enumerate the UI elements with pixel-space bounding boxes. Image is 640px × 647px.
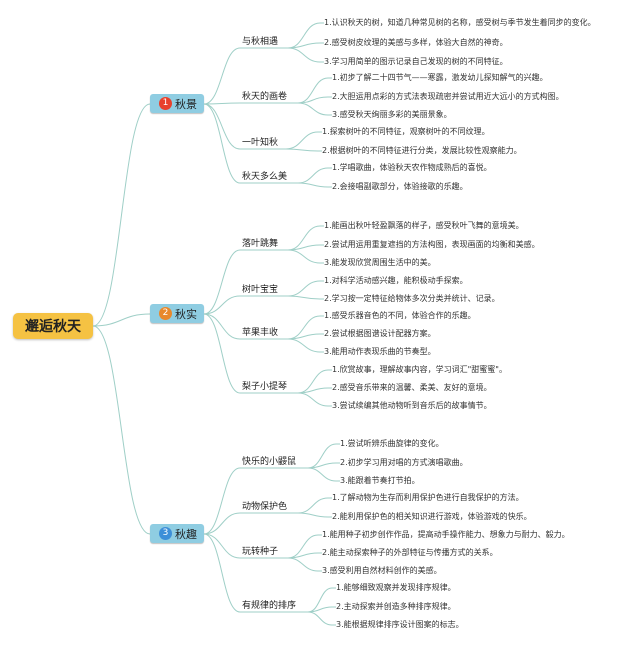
connector-curve: [287, 225, 321, 251]
leaf-text: 3.能根据规律排序设计图案的标志。: [336, 620, 464, 629]
connector-curve: [307, 611, 333, 626]
leaf-text: 1.初步了解二十四节气——寒露，激发幼儿探知解气的兴趣。: [332, 73, 548, 82]
leaf-text: 2.根据树叶的不同特征进行分类，发展比较性观察能力。: [322, 146, 522, 155]
connector-curve: [297, 167, 329, 184]
topic-label[interactable]: 动物保护色: [242, 502, 288, 512]
leaf-text: 3.能跟着节奏打节拍。: [340, 476, 420, 485]
connector-curve: [92, 325, 151, 535]
connector-curve: [287, 280, 321, 297]
leaf-text: 2.能主动探索种子的外部特征与传播方式的关系。: [322, 548, 498, 557]
branch-node-autumn-harvest[interactable]: 2 秋实: [150, 304, 204, 323]
leaf-text: 2.感受音乐带来的温馨、柔美、友好的意境。: [332, 383, 492, 392]
leaf-text: 2.尝试根据图谱设计配器方案。: [324, 329, 436, 338]
leaf-text: 3.能发现欣赏周围生活中的美。: [324, 258, 436, 267]
connector-curve: [203, 249, 241, 315]
leaf-text: 2.感受树皮纹理的美感与多样，体验大自然的神奇。: [324, 38, 508, 47]
connector-curve: [307, 587, 333, 613]
leaf-text: 1.学唱歌曲，体验秋天农作物成熟后的喜悦。: [332, 163, 492, 172]
leaf-text: 2.能利用保护色的相关知识进行游戏，体验游戏的快乐。: [332, 512, 532, 521]
leaf-text: 1.认识秋天的树，知道几种常见树的名称，感受树与季节发生着同步的变化。: [324, 18, 596, 27]
connector-curve: [203, 533, 241, 613]
leaf-text: 1.对科学活动感兴趣，能积极动手探索。: [324, 276, 468, 285]
leaf-text: 1.能够细致观察并发现排序规律。: [336, 583, 456, 592]
leaf-text: 3.尝试续编其他动物听到音乐后的故事情节。: [332, 401, 492, 410]
connector-curve: [203, 102, 241, 105]
branch-label: 秋景: [175, 97, 197, 111]
topic-label[interactable]: 玩转种子: [242, 547, 279, 557]
connector-curve: [92, 313, 151, 327]
connector-curve: [203, 512, 241, 535]
connector-curve: [287, 249, 321, 264]
topic-label[interactable]: 秋天多么美: [242, 172, 288, 182]
number-badge: 3: [159, 527, 172, 540]
topic-label[interactable]: 苹果丰收: [242, 328, 279, 338]
leaf-text: 1.能用种子初步创作作品，提高动手操作能力、想象力与耐力、毅力。: [322, 530, 570, 539]
connector-curve: [285, 131, 319, 150]
branch-node-autumn-fun[interactable]: 3 秋趣: [150, 524, 204, 543]
topic-label[interactable]: 落叶跳舞: [242, 239, 279, 249]
root-label: 邂逅秋天: [25, 319, 81, 335]
leaf-text: 3.学习用简单的图示记录自己发现的树的不同特征。: [324, 57, 508, 66]
root-node[interactable]: 邂逅秋天: [13, 313, 93, 339]
connector-curve: [297, 512, 329, 518]
connector-curve: [285, 148, 319, 152]
leaf-text: 1.感受乐器音色的不同，体验合作的乐趣。: [324, 311, 476, 320]
connector-curve: [297, 369, 329, 394]
connector-curve: [287, 338, 321, 353]
connector-curve: [203, 533, 241, 559]
leaf-text: 3.感受利用自然材料创作的美感。: [322, 566, 442, 575]
connector-curve: [297, 392, 329, 407]
topic-label[interactable]: 有规律的排序: [242, 601, 297, 611]
leaf-text: 1.能画出秋叶轻盈飘落的样子，感受秋叶飞舞的意境美。: [324, 221, 524, 230]
connector-curve: [203, 313, 241, 340]
leaf-text: 2.会接唱副歌部分，体验接歌的乐趣。: [332, 182, 468, 191]
connector-curve: [287, 295, 321, 300]
leaf-text: 2.学习按一定特征给物体多次分类并统计、记录。: [324, 294, 500, 303]
leaf-text: 2.尝试用运用重复遮挡的方法构图，表现画面的均衡和美感。: [324, 240, 540, 249]
connector-curve: [307, 443, 337, 469]
connector-curve: [307, 467, 337, 482]
connector-curve: [203, 295, 241, 315]
connector-curve: [297, 182, 329, 188]
leaf-text: 2.主动探索并创造多种排序规律。: [336, 602, 456, 611]
branch-label: 秋实: [175, 307, 197, 321]
topic-label[interactable]: 与秋相遇: [242, 37, 279, 47]
connector-curve: [287, 47, 321, 63]
topic-label[interactable]: 梨子小提琴: [242, 382, 288, 392]
branch-label: 秋趣: [175, 527, 197, 541]
leaf-text: 1.欣赏故事，理解故事内容，学习词汇"甜蜜蜜"。: [332, 365, 507, 374]
leaf-text: 3.能用动作表现乐曲的节奏型。: [324, 347, 436, 356]
topic-label[interactable]: 秋天的画卷: [242, 92, 288, 102]
connector-curve: [287, 315, 321, 340]
topic-label[interactable]: 一叶知秋: [242, 138, 279, 148]
leaf-text: 2.大胆运用点彩的方式法表现疏密并尝试用近大远小的方式构图。: [332, 92, 564, 101]
connector-curve: [297, 77, 329, 104]
leaf-text: 1.了解动物为生存而利用保护色进行自我保护的方法。: [332, 493, 524, 502]
leaf-text: 2.初步学习用对唱的方式演唱歌曲。: [340, 458, 468, 467]
connector-curve: [287, 534, 319, 559]
topic-label[interactable]: 快乐的小鼹鼠: [242, 457, 297, 467]
connector-curve: [92, 103, 151, 327]
leaf-text: 3.感受秋天绚丽多彩的美丽景象。: [332, 110, 452, 119]
topic-label[interactable]: 树叶宝宝: [242, 285, 279, 295]
connector-curve: [203, 47, 241, 105]
connector-curve: [203, 467, 241, 535]
connector-curve: [297, 497, 329, 514]
number-badge: 2: [159, 307, 172, 320]
connector-curve: [287, 557, 319, 572]
leaf-text: 1.尝试听辨乐曲旋律的变化。: [340, 439, 444, 448]
branch-node-autumn-scenery[interactable]: 1 秋景: [150, 94, 204, 113]
connector-curve: [203, 103, 241, 184]
connector-curve: [203, 313, 241, 394]
leaf-text: 1.探索树叶的不同特征，观察树叶的不同纹理。: [322, 127, 490, 136]
number-badge: 1: [159, 97, 172, 110]
connector-curve: [297, 102, 329, 116]
connector-curve: [287, 22, 321, 49]
